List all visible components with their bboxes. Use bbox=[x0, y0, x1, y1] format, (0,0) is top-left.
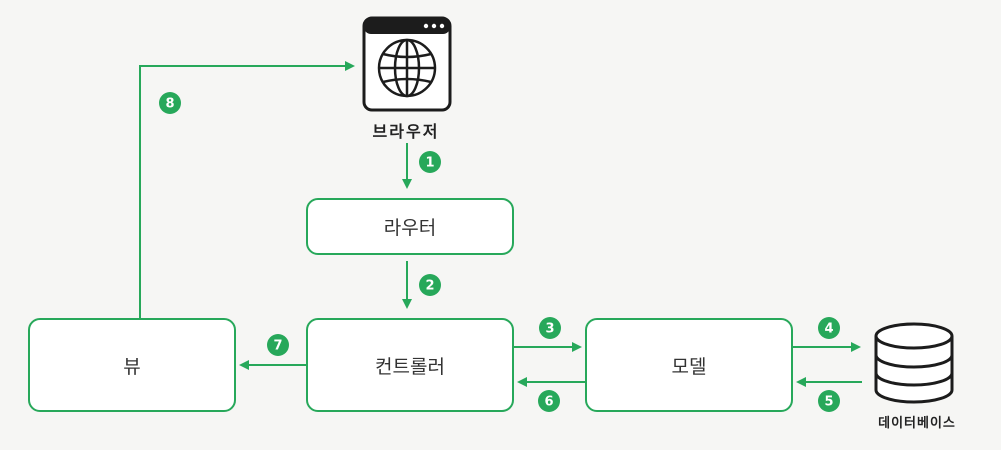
svg-text:6: 6 bbox=[544, 395, 553, 410]
browser-icon bbox=[362, 16, 452, 112]
view-label: 뷰 bbox=[123, 355, 141, 378]
svg-text:2: 2 bbox=[425, 279, 434, 294]
step-badge-3: 3 bbox=[539, 317, 561, 339]
database-icon bbox=[874, 322, 954, 404]
controller-label: 컨트롤러 bbox=[375, 355, 445, 378]
step-badge-2: 2 bbox=[419, 274, 441, 296]
svg-text:3: 3 bbox=[545, 322, 554, 337]
database-caption: 데이터베이스 bbox=[878, 416, 956, 431]
svg-text:4: 4 bbox=[824, 322, 833, 337]
step-badge-8: 8 bbox=[159, 92, 181, 114]
step-badge-1: 1 bbox=[419, 151, 441, 173]
step-badge-4: 4 bbox=[818, 317, 840, 339]
step-badge-6: 6 bbox=[538, 390, 560, 412]
model-label: 모델 bbox=[671, 355, 707, 378]
svg-text:1: 1 bbox=[425, 156, 434, 171]
router-label: 라우터 bbox=[383, 217, 437, 239]
step-badge-7: 7 bbox=[267, 334, 289, 356]
svg-text:7: 7 bbox=[273, 339, 282, 354]
model-box: 모델 bbox=[585, 318, 793, 412]
step-badge-5: 5 bbox=[818, 390, 840, 412]
svg-text:5: 5 bbox=[824, 395, 833, 410]
svg-text:8: 8 bbox=[165, 97, 174, 112]
arrow-view-to-browser bbox=[139, 61, 355, 318]
view-box: 뷰 bbox=[28, 318, 236, 412]
browser-caption: 브라우저 bbox=[372, 122, 440, 141]
router-box: 라우터 bbox=[306, 198, 514, 255]
controller-box: 컨트롤러 bbox=[306, 318, 514, 412]
